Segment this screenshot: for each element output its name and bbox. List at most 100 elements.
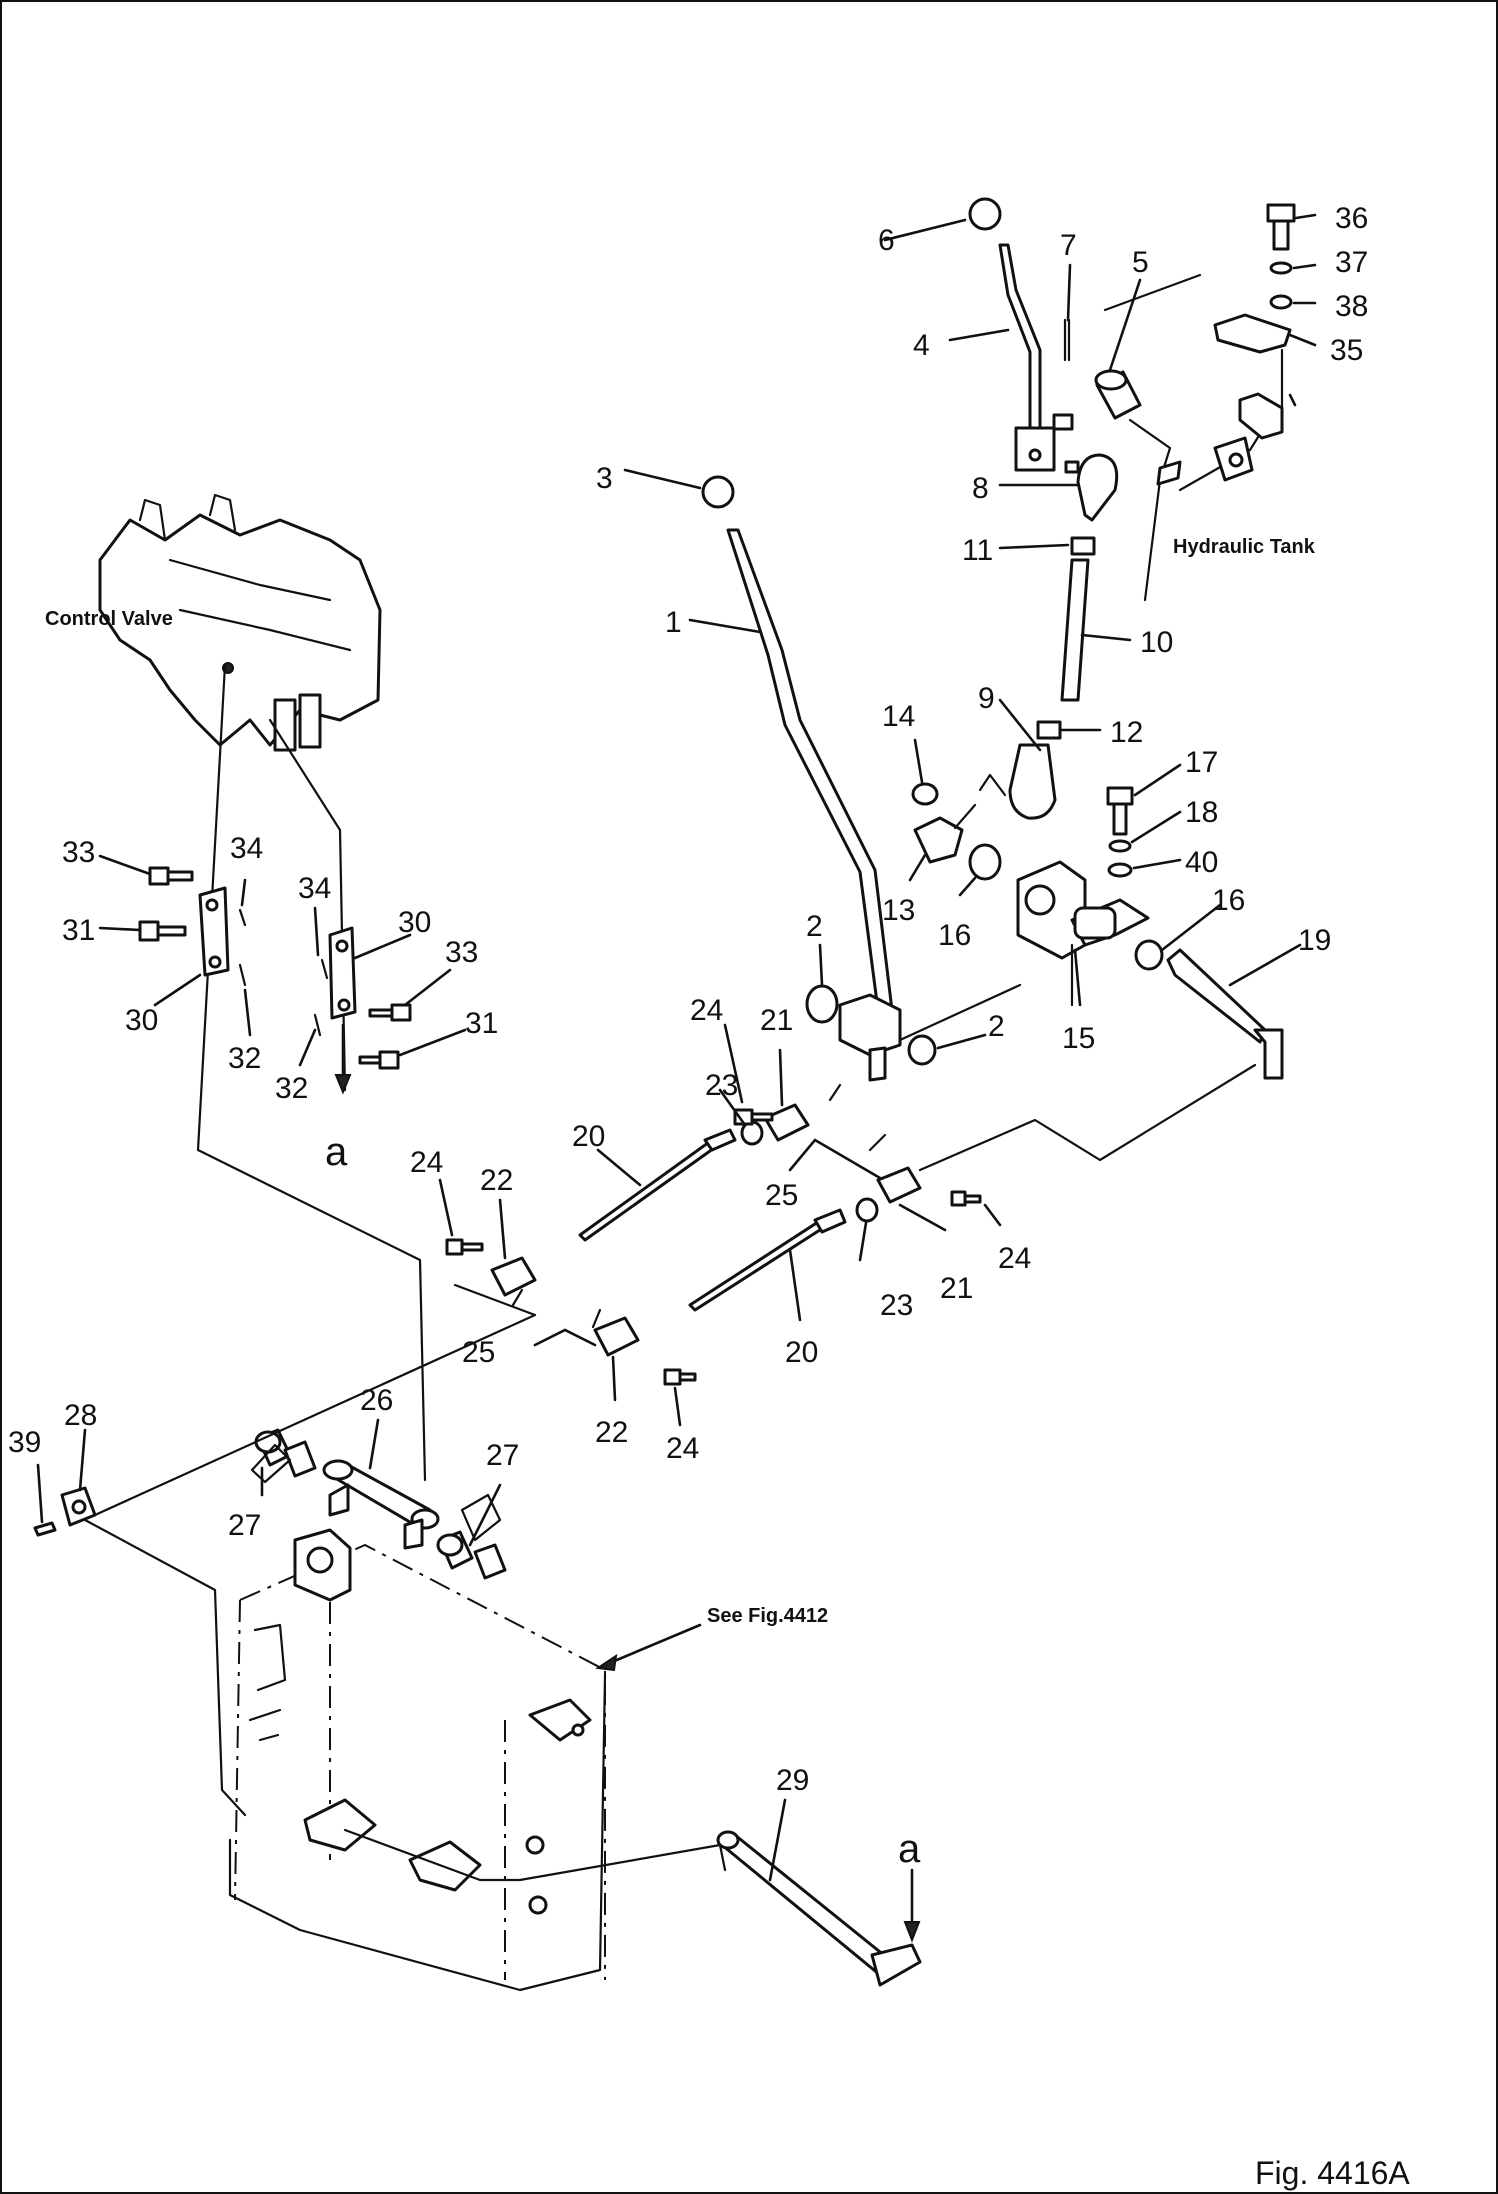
callout-3: 3 xyxy=(596,462,613,495)
yoke-22-upper xyxy=(490,1256,537,1297)
callout-18: 18 xyxy=(1185,796,1218,829)
callout-2-upper: 2 xyxy=(806,910,823,943)
rod-10 xyxy=(1060,558,1090,702)
ref-letter-a-lower: a xyxy=(898,1827,921,1871)
callout-24-upper: 24 xyxy=(690,994,723,1027)
callout-17: 17 xyxy=(1185,746,1218,779)
bolt-33-right xyxy=(368,1003,412,1022)
callout-23-upper: 23 xyxy=(705,1069,738,1102)
control-valve-label: Control Valve xyxy=(45,608,173,630)
callout-32-left: 32 xyxy=(228,1042,261,1075)
callout-34-left: 34 xyxy=(230,832,263,865)
callout-32-right: 32 xyxy=(275,1072,308,1105)
callout-24-lower: 24 xyxy=(666,1432,699,1465)
callout-20-upper: 20 xyxy=(572,1120,605,1153)
yoke-21-upper xyxy=(763,1103,810,1142)
callout-33-right: 33 xyxy=(445,936,478,969)
knob-6 xyxy=(968,197,1002,231)
shaft-29 xyxy=(720,1833,892,1977)
link-30-right xyxy=(328,926,357,1020)
callout-24-right: 24 xyxy=(998,1242,1031,1275)
callout-16-left: 16 xyxy=(938,919,971,952)
pin-7 xyxy=(1063,318,1071,362)
bolt-24-right xyxy=(950,1190,982,1207)
callout-19: 19 xyxy=(1298,924,1331,957)
callout-4: 4 xyxy=(913,329,930,362)
knob-3 xyxy=(701,475,735,509)
bushing-16-right xyxy=(1134,939,1164,971)
bushing-2-lower xyxy=(907,1034,937,1066)
callouts: 1 2 2 3 4 5 6 7 8 9 10 11 12 13 14 15 16… xyxy=(8,202,1368,1797)
bushing-27-right-b xyxy=(473,1543,507,1580)
main-lever-1-hub xyxy=(838,993,902,1057)
callout-25-upper: 25 xyxy=(765,1179,798,1212)
bolt-24-lower xyxy=(663,1368,697,1386)
see-fig-note: See Fig.4412 xyxy=(707,1605,828,1627)
ball-joint-8 xyxy=(1076,453,1119,522)
rod-20-upper xyxy=(578,1138,719,1242)
callout-34-right: 34 xyxy=(298,872,331,905)
callout-7: 7 xyxy=(1060,229,1077,262)
callout-22-upper: 22 xyxy=(480,1164,513,1197)
nut-23-lower xyxy=(855,1197,879,1223)
washer-38 xyxy=(1269,294,1293,310)
callout-30-right: 30 xyxy=(398,906,431,939)
callout-28: 28 xyxy=(64,1399,97,1432)
leader-lines xyxy=(36,213,1317,1882)
callout-27-right: 27 xyxy=(486,1439,519,1472)
callout-11: 11 xyxy=(962,534,993,567)
callout-15: 15 xyxy=(1062,1022,1095,1055)
callout-20-lower: 20 xyxy=(785,1336,818,1369)
lever-4 xyxy=(998,243,1042,437)
callout-25-lower: 25 xyxy=(462,1336,495,1369)
callout-26: 26 xyxy=(360,1384,393,1417)
stopper-13 xyxy=(913,816,964,864)
callout-30-left: 30 xyxy=(125,1004,158,1037)
yoke-21-lower xyxy=(876,1166,922,1204)
callout-6: 6 xyxy=(878,224,895,257)
bolt-17 xyxy=(1106,786,1134,836)
callout-39: 39 xyxy=(8,1426,41,1459)
bolt-24-upper xyxy=(733,1108,774,1126)
callout-37: 37 xyxy=(1335,246,1368,279)
callout-10: 10 xyxy=(1140,626,1173,659)
hydraulic-tank-label: Hydraulic Tank xyxy=(1173,536,1316,558)
frame-assembly xyxy=(228,1528,727,1992)
rod-20-lower xyxy=(688,1220,825,1312)
callout-24-left: 24 xyxy=(410,1146,443,1179)
callout-27-left: 27 xyxy=(228,1509,261,1542)
callout-23-lower: 23 xyxy=(880,1289,913,1322)
callout-35: 35 xyxy=(1330,334,1363,367)
bushing-27-left-b xyxy=(283,1440,317,1478)
bracket-15 xyxy=(1016,860,1150,1007)
bushing-16-left xyxy=(968,843,1002,881)
clip-35-lower xyxy=(1238,392,1284,440)
bushing-2-upper xyxy=(805,984,839,1024)
ball-joint-9 xyxy=(1008,743,1057,820)
callout-21-upper: 21 xyxy=(760,1004,793,1037)
callout-22-lower: 22 xyxy=(595,1416,628,1449)
nut-14 xyxy=(911,782,939,806)
callout-33-left: 33 xyxy=(62,836,95,869)
plate-35 xyxy=(1213,313,1292,354)
callout-31-right: 31 xyxy=(465,1007,498,1040)
callout-5: 5 xyxy=(1132,246,1149,279)
ref-letter-a-upper: a xyxy=(325,1130,348,1174)
callout-21-lower: 21 xyxy=(940,1272,973,1305)
washer-18 xyxy=(1108,839,1132,853)
bolt-33-left xyxy=(148,866,194,886)
callout-29: 29 xyxy=(776,1764,809,1797)
callout-40: 40 xyxy=(1185,846,1218,879)
callout-16-right: 16 xyxy=(1212,884,1245,917)
sleeve-5 xyxy=(1094,369,1142,420)
callout-1: 1 xyxy=(665,606,682,639)
rod-19 xyxy=(1166,948,1267,1044)
bolt-24-left xyxy=(445,1238,484,1256)
callout-36: 36 xyxy=(1335,202,1368,235)
callout-14: 14 xyxy=(882,700,915,733)
yoke-22-lower xyxy=(593,1316,640,1357)
callout-12: 12 xyxy=(1110,716,1143,749)
callout-8: 8 xyxy=(972,472,989,505)
